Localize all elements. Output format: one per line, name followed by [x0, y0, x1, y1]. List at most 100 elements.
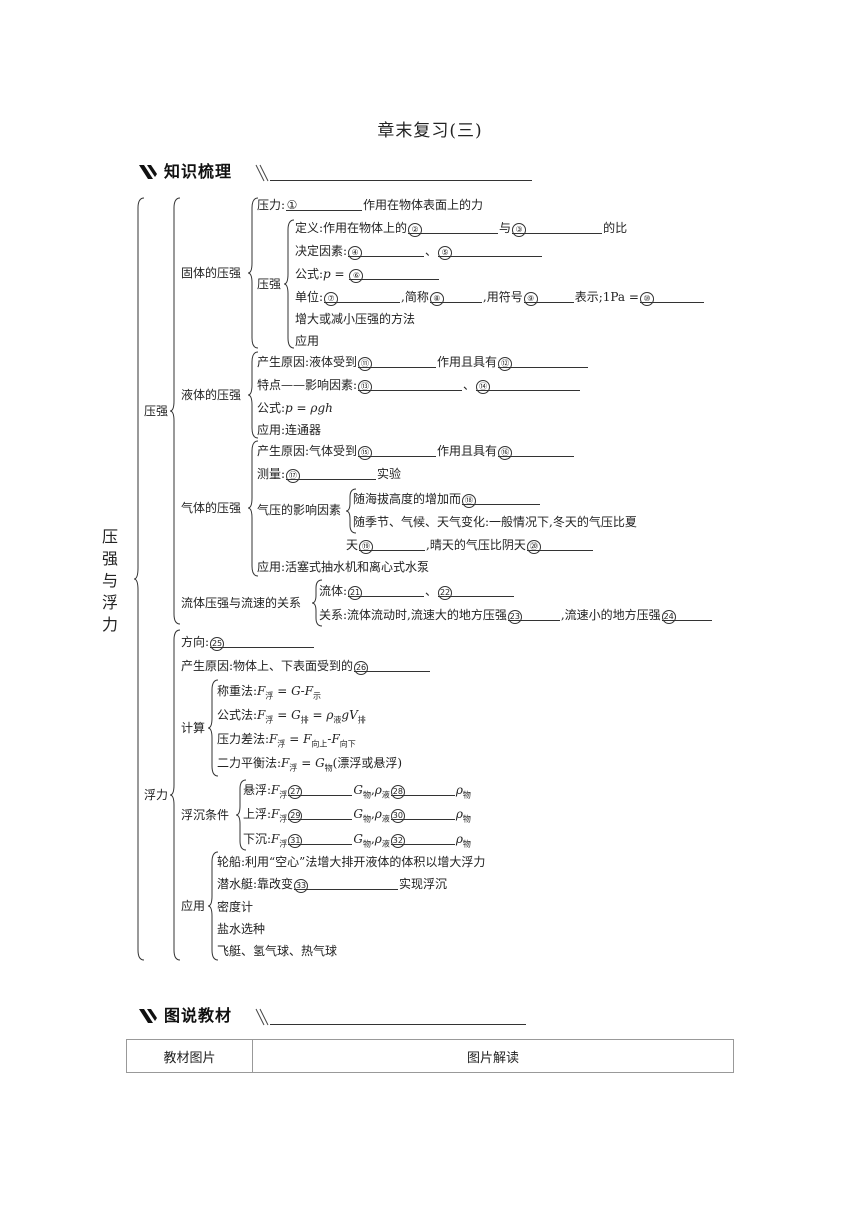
brace-solid-pressure: [283, 219, 295, 349]
answer-blank-28[interactable]: 28: [390, 782, 455, 799]
row-calc-formula: 公式法:F浮 = G排 = ρ液gV排: [217, 708, 366, 725]
table-header-reading: 图片解读: [252, 1039, 734, 1073]
label-apply: 应用: [181, 899, 206, 913]
answer-blank-14[interactable]: ⑭: [476, 377, 581, 394]
row-apply-hydrometer: 密度计: [217, 900, 254, 914]
brace-buoyancy: [169, 629, 181, 961]
brace-root: [133, 197, 145, 961]
answer-blank-3[interactable]: ③: [512, 220, 603, 237]
answer-blank-16[interactable]: ⑯: [498, 443, 575, 460]
row-apply-air: 飞艇、氢气球、热气球: [217, 944, 338, 958]
brace-float: [235, 779, 247, 851]
answer-blank-23[interactable]: 23: [507, 607, 560, 624]
brace-apply: [207, 851, 219, 961]
answer-blank-32[interactable]: 32: [390, 831, 455, 848]
answer-blank-10[interactable]: ⑩: [639, 289, 704, 306]
section-header-textbook: 图说教材: [138, 1004, 526, 1028]
row-buoy-direction: 方向:25: [181, 634, 315, 651]
answer-blank-30[interactable]: 30: [390, 806, 455, 823]
label-fluid: 流体压强与流速的关系: [181, 596, 302, 610]
brace-gas: [247, 440, 259, 577]
row-liquid-apply: 应用:连通器: [257, 423, 322, 437]
label-gas-factor: 气压的影响因素: [257, 503, 342, 517]
answer-blank-8[interactable]: ⑧: [429, 289, 482, 306]
section-header-knowledge: 知识梳理: [138, 160, 532, 184]
brace-solid: [247, 197, 259, 349]
brace-gas-factor: [345, 488, 357, 534]
row-calc-weigh: 称重法:F浮 = G-F示: [217, 684, 322, 701]
row-fluid-types: 流体:21、22: [319, 583, 515, 600]
answer-blank-5[interactable]: ⑤: [438, 243, 543, 260]
label-calc: 计算: [181, 721, 206, 735]
section-mark-icon: [139, 165, 157, 179]
brace-calc: [207, 679, 219, 777]
row-gas-apply: 应用:活塞式抽水机和离心式水泵: [257, 560, 430, 574]
answer-blank-24[interactable]: 24: [661, 607, 712, 624]
table-header-image: 教材图片: [126, 1039, 253, 1073]
label-solid-pressure: 压强: [257, 277, 282, 291]
answer-blank-1[interactable]: ①: [286, 197, 363, 211]
section-title-knowledge: 知识梳理: [164, 162, 233, 181]
label-gas: 气体的压强: [181, 501, 242, 515]
answer-blank-31[interactable]: 31: [288, 831, 353, 848]
row-solid-methods: 增大或减小压强的方法: [295, 312, 416, 326]
answer-blank-25[interactable]: 25: [210, 634, 315, 651]
answer-blank-9[interactable]: ⑨: [523, 289, 574, 306]
section-rule: [270, 180, 532, 181]
answer-blank-13[interactable]: ⑬: [358, 377, 463, 394]
brace-pressure: [169, 197, 181, 625]
row-solid-formula: 公式:p = ⑥: [295, 266, 440, 283]
answer-blank-22[interactable]: 22: [438, 583, 515, 600]
answer-blank-11[interactable]: ⑪: [358, 354, 437, 371]
row-apply-seed: 盐水选种: [217, 922, 266, 936]
answer-blank-27[interactable]: 27: [288, 782, 353, 799]
label-solid: 固体的压强: [181, 266, 242, 280]
row-liquid-feature: 特点——影响因素:⑬、⑭: [257, 377, 581, 394]
root-title: 压强与浮力: [101, 527, 118, 634]
answer-blank-17[interactable]: ⑰: [286, 466, 377, 483]
answer-blank-21[interactable]: 21: [348, 583, 425, 600]
section-title-textbook: 图说教材: [164, 1006, 233, 1025]
answer-blank-15[interactable]: ⑮: [358, 443, 437, 460]
brace-liquid: [247, 351, 259, 439]
row-liquid-formula: 公式:p = ρgh: [257, 401, 333, 415]
label-buoyancy: 浮力: [144, 788, 169, 802]
section-slash-icon: [255, 1008, 269, 1026]
brace-fluid: [311, 579, 323, 627]
textbook-table: 教材图片 图片解读: [126, 1039, 734, 1073]
answer-blank-7[interactable]: ⑦: [324, 289, 401, 306]
answer-blank-19[interactable]: ⑲: [359, 537, 426, 554]
answer-blank-33[interactable]: 33: [294, 876, 399, 893]
answer-blank-29[interactable]: 29: [288, 806, 353, 823]
answer-blank-18[interactable]: ⑱: [462, 491, 541, 508]
section-mark-icon: [139, 1009, 157, 1023]
answer-blank-6[interactable]: ⑥: [349, 266, 440, 283]
row-gas-season: 随季节、气候、天气变化:一般情况下,冬天的气压比夏: [353, 515, 637, 529]
answer-blank-20[interactable]: ⑳: [526, 537, 593, 554]
answer-blank-4[interactable]: ④: [348, 243, 425, 260]
section-slash-icon: [255, 164, 269, 182]
label-liquid: 液体的压强: [181, 388, 242, 402]
answer-blank-12[interactable]: ⑫: [498, 354, 589, 371]
row-solid-factors: 决定因素:④、⑤: [295, 243, 543, 260]
row-solid-apply: 应用: [295, 334, 320, 348]
row-calc-diff: 压力差法:F浮 = F向上-F向下: [217, 732, 356, 749]
answer-blank-26[interactable]: 26: [354, 658, 431, 675]
table-header-row: 教材图片 图片解读: [126, 1039, 734, 1073]
section-rule: [270, 1024, 526, 1025]
answer-blank-2[interactable]: ②: [408, 220, 499, 237]
page-title: 章末复习(三): [377, 121, 483, 141]
